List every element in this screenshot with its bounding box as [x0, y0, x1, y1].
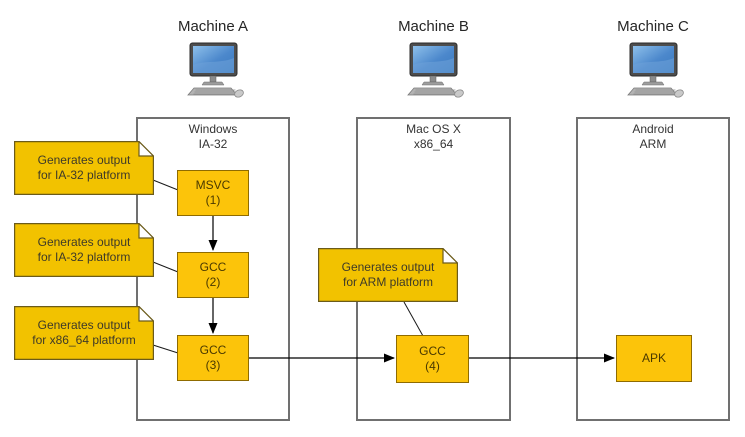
machine-b-os-label: Mac OS X x86_64 — [356, 122, 511, 152]
note-text: Generates output for x86_64 platform — [32, 318, 136, 347]
node-label: GCC — [199, 260, 227, 274]
note-x86-64-output: Generates output for x86_64 platform — [14, 306, 154, 360]
note-shape — [14, 141, 154, 195]
note-text: Generates output for IA-32 platform — [37, 235, 131, 264]
os-line: Windows — [188, 122, 238, 136]
machine-c-title: Machine C — [617, 18, 689, 35]
machine-c-container — [576, 117, 730, 421]
note-shape — [14, 306, 154, 360]
node-step: (1) — [205, 193, 221, 207]
node-apk: APK — [616, 335, 692, 382]
node-label: GCC — [419, 344, 446, 358]
node-label: APK — [641, 351, 666, 365]
desktop-computer-icon — [187, 42, 245, 99]
note-shape — [14, 223, 154, 277]
note-shape — [318, 248, 458, 302]
node-label: MSVC — [195, 178, 231, 192]
node-label: GCC — [199, 343, 227, 357]
note-ia32-output-1: Generates output for IA-32 platform — [14, 141, 154, 195]
node-step: (4) — [425, 359, 440, 373]
arch-line: x86_64 — [413, 137, 454, 151]
machine-a-os-label: Windows IA-32 — [136, 122, 290, 152]
note-arm-output: Generates output for ARM platform — [318, 248, 458, 302]
desktop-computer-icon — [627, 42, 685, 99]
node-step: (3) — [205, 358, 221, 372]
node-gcc-3: GCC (3) — [177, 335, 249, 381]
node-msvc-1: MSVC (1) — [177, 170, 249, 216]
os-line: Android — [632, 122, 674, 136]
desktop-computer-icon — [407, 42, 465, 99]
note-ia32-output-2: Generates output for IA-32 platform — [14, 223, 154, 277]
note-text: Generates output for IA-32 platform — [37, 153, 131, 182]
os-line: Mac OS X — [406, 122, 461, 136]
node-gcc-4: GCC (4) — [396, 335, 469, 383]
node-step: (2) — [205, 275, 221, 289]
node-gcc-2: GCC (2) — [177, 252, 249, 298]
arch-line: IA-32 — [198, 137, 228, 151]
machine-a-title: Machine A — [177, 18, 249, 35]
note-text: Generates output for ARM platform — [341, 260, 435, 289]
machine-b-title: Machine B — [398, 18, 469, 35]
machine-c-os-label: Android ARM — [576, 122, 730, 152]
arch-line: ARM — [639, 137, 667, 151]
